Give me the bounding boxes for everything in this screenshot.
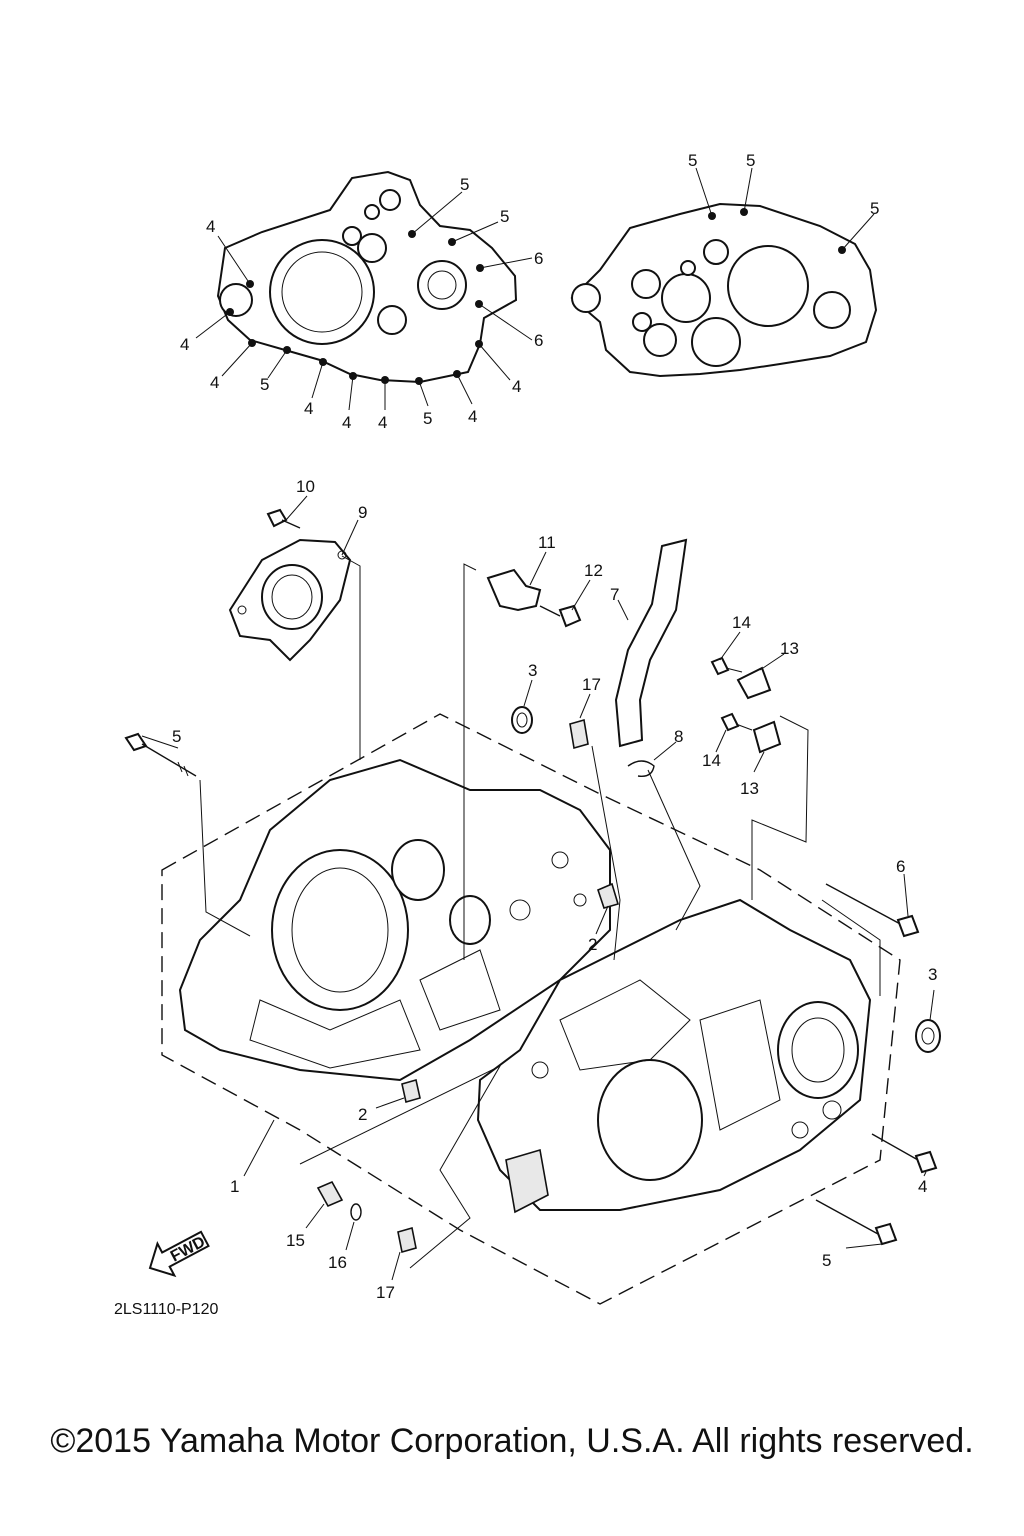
crankcase-left-half-outline bbox=[216, 170, 518, 384]
callout-label: 17 bbox=[376, 1283, 395, 1302]
callout-label: 15 bbox=[286, 1231, 305, 1250]
callout-label: 13 bbox=[780, 639, 799, 658]
copyright-notice: ©2015 Yamaha Motor Corporation, U.S.A. A… bbox=[50, 1422, 974, 1460]
callout-label: 5 bbox=[822, 1251, 831, 1270]
callout-label: 3 bbox=[528, 661, 537, 680]
dowel-2-upper bbox=[595, 882, 619, 935]
callout-label: 2 bbox=[358, 1105, 367, 1124]
callout-label: 6 bbox=[534, 249, 543, 268]
left-crankcase-body bbox=[178, 758, 611, 1082]
callout-label: 9 bbox=[358, 503, 367, 522]
dowel-2-lower bbox=[375, 1078, 421, 1109]
callout-label: 4 bbox=[180, 335, 189, 354]
oil-seal-right bbox=[915, 989, 941, 1053]
callout-label: 7 bbox=[610, 585, 619, 604]
callout-label: 5 bbox=[688, 151, 697, 170]
item-1-leader bbox=[243, 1119, 275, 1177]
bolt-10 bbox=[266, 495, 308, 529]
bracket-11 bbox=[486, 551, 591, 628]
bearing-retainer-plate bbox=[228, 538, 352, 662]
callout-label: 2 bbox=[588, 935, 597, 954]
callout-label: 4 bbox=[210, 373, 219, 392]
alignment-leaders bbox=[199, 555, 881, 1269]
crankcase-right-half-outline: 5 5 5 bbox=[570, 151, 879, 378]
top-left-leaders bbox=[195, 191, 533, 411]
fwd-arrow-icon: FWD bbox=[148, 1230, 210, 1278]
callout-label: 16 bbox=[328, 1253, 347, 1272]
callout-label: 4 bbox=[304, 399, 313, 418]
callout-label: 5 bbox=[460, 175, 469, 194]
top-left-callouts: 4 4 4 4 5 4 4 4 5 4 4 6 6 5 5 bbox=[180, 175, 543, 432]
callout-label: 4 bbox=[512, 377, 521, 396]
callout-label: 3 bbox=[928, 965, 937, 984]
diagram-code: 2LS1110-P120 bbox=[114, 1301, 218, 1318]
callout-label: 5 bbox=[423, 409, 432, 428]
breather-hose bbox=[614, 538, 688, 777]
assembly-boundary bbox=[161, 713, 901, 1305]
stopper-13-lower bbox=[715, 712, 782, 773]
bolt-6 bbox=[825, 873, 920, 938]
callout-label: 14 bbox=[732, 613, 751, 632]
bolt-5-bottom bbox=[815, 1199, 898, 1249]
bolt-5-left bbox=[124, 732, 197, 777]
callout-label: 13 bbox=[740, 779, 759, 798]
callout-label: 6 bbox=[534, 331, 543, 350]
callout-label: 4 bbox=[918, 1177, 927, 1196]
oil-seal-upper bbox=[511, 679, 591, 750]
dowel-17-lower bbox=[391, 1226, 417, 1281]
bolt-4-right bbox=[871, 1133, 938, 1177]
callout-label: 4 bbox=[468, 407, 477, 426]
callout-label: 17 bbox=[582, 675, 601, 694]
right-crankcase-body bbox=[476, 898, 872, 1214]
callout-label: 4 bbox=[342, 413, 351, 432]
callout-label: 14 bbox=[702, 751, 721, 770]
dowel-15 bbox=[305, 1180, 344, 1229]
callout-label: 4 bbox=[378, 413, 387, 432]
callout-label: 5 bbox=[870, 199, 879, 218]
callout-label: 5 bbox=[172, 727, 181, 746]
callout-label: 10 bbox=[296, 477, 315, 496]
callout-label: 5 bbox=[746, 151, 755, 170]
callout-label: 5 bbox=[500, 207, 509, 226]
callout-label: 6 bbox=[896, 857, 905, 876]
callout-label: 8 bbox=[674, 727, 683, 746]
callout-label: 11 bbox=[538, 533, 556, 552]
callout-label: 12 bbox=[584, 561, 603, 580]
o-ring-16 bbox=[345, 1203, 362, 1251]
callout-label: 5 bbox=[260, 375, 269, 394]
callout-label: 4 bbox=[206, 217, 215, 236]
callout-label: 1 bbox=[230, 1177, 239, 1196]
stopper-13-upper bbox=[710, 631, 785, 700]
